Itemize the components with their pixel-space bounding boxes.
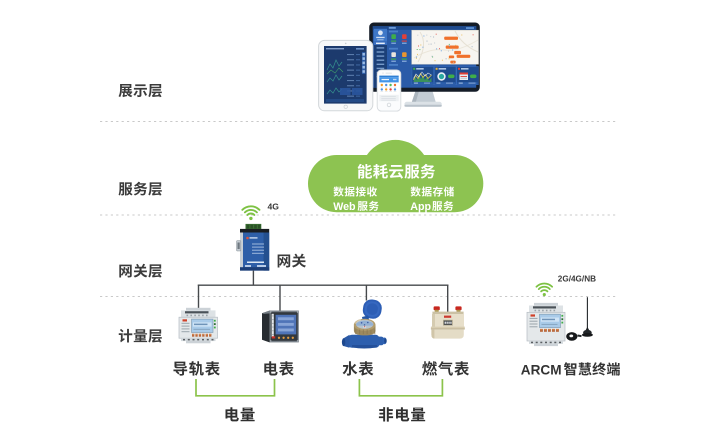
svg-text:4G: 4G <box>268 201 280 211</box>
svg-text:2G/4G/NB: 2G/4G/NB <box>558 275 596 284</box>
svg-text:App: App <box>410 201 431 213</box>
svg-text:Web: Web <box>333 201 356 213</box>
svg-text:ARCM: ARCM <box>521 362 562 377</box>
